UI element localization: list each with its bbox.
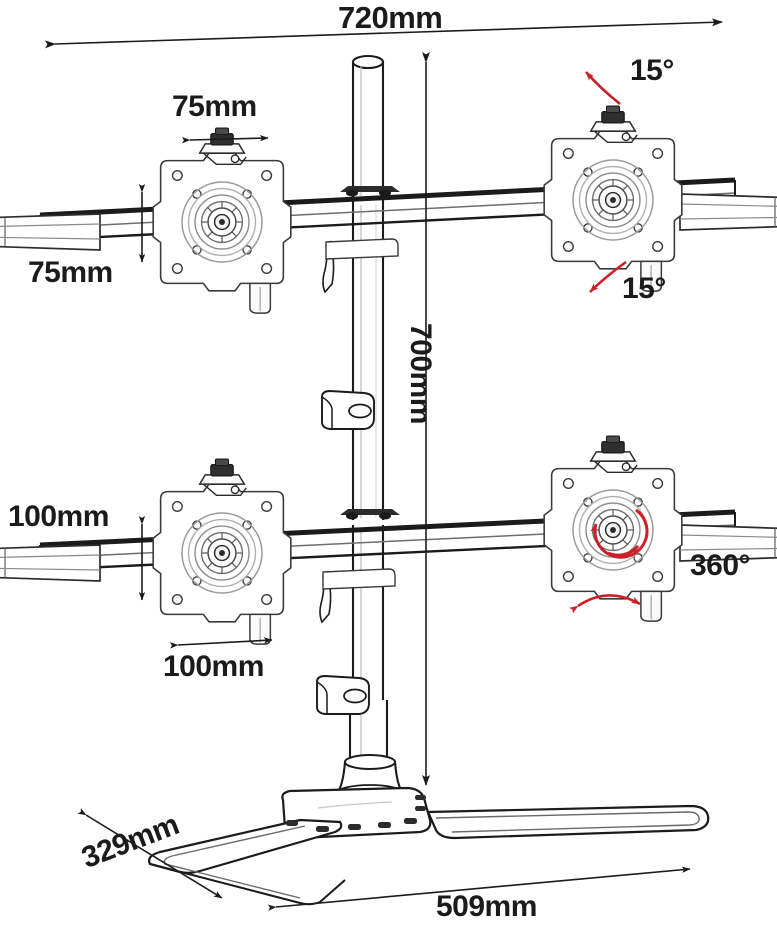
dimension-base-width [267,866,691,911]
label-base-width: 509mm [436,890,537,923]
label-vesa-top-vertical: 75mm [28,256,113,289]
rotation-arrow-circular [590,508,649,559]
tilt-down-arrow [589,260,627,293]
monitor-mount-top-right [543,105,777,292]
label-overall-width: 720mm [338,0,443,35]
label-tilt-down: 15° [622,272,666,305]
base-plate [148,786,710,906]
dimension-vesa-bottom-horizontal [169,637,273,649]
label-vesa-bottom-horizontal: 100mm [163,650,264,683]
label-rotation: 360° [690,549,751,582]
dimension-vesa-top-horizontal [181,135,269,144]
tilt-up-arrow [585,71,621,106]
monitor-mount-bottom-right [543,435,777,622]
center-column [316,54,406,802]
label-tilt-up: 15° [630,54,674,87]
rotation-arrow-swivel [569,594,641,614]
label-column-height: 700mm [404,323,437,424]
dimension-overall-width [44,18,723,49]
label-vesa-top-horizontal: 75mm [172,90,257,123]
monitor-mount-bottom-left [0,458,292,645]
label-vesa-bottom-vertical: 100mm [8,500,109,533]
dimension-base-depth [77,808,223,899]
